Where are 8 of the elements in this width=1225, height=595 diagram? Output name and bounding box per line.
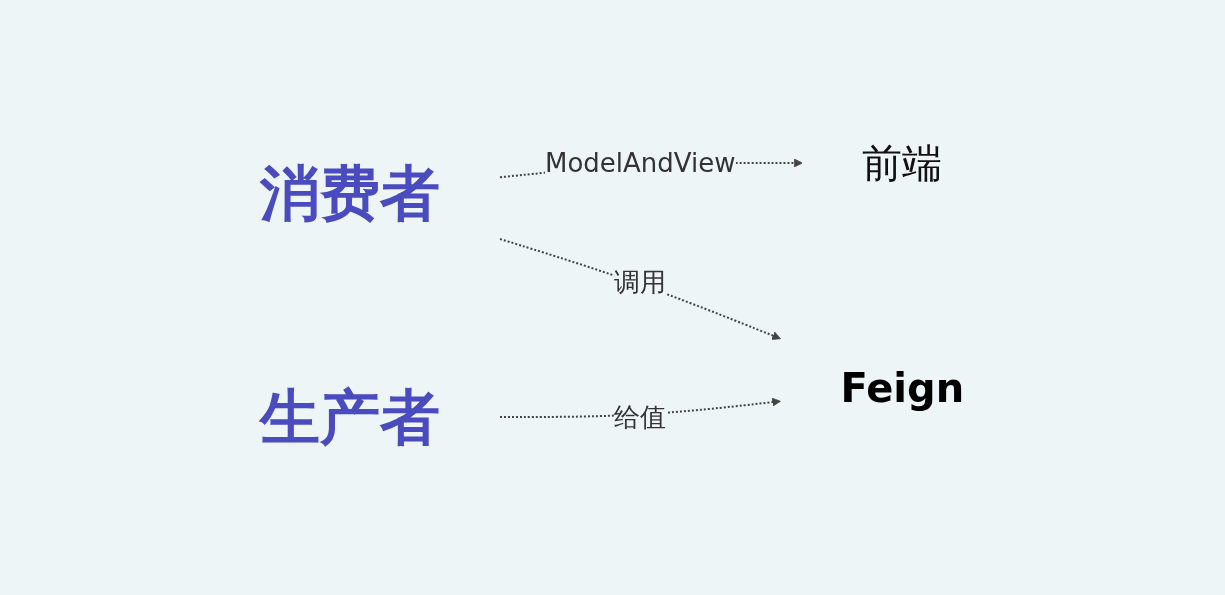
edge-label: 给值 [614, 401, 667, 432]
edge-label: 调用 [614, 267, 667, 297]
edge-label: ModelAndView [545, 147, 736, 178]
arrow [499, 238, 782, 340]
node-text: 生产者 [260, 382, 441, 452]
node-text: 消费者 [260, 157, 441, 228]
node-text: Feign [840, 364, 965, 411]
node-text: 前端 [862, 140, 943, 186]
